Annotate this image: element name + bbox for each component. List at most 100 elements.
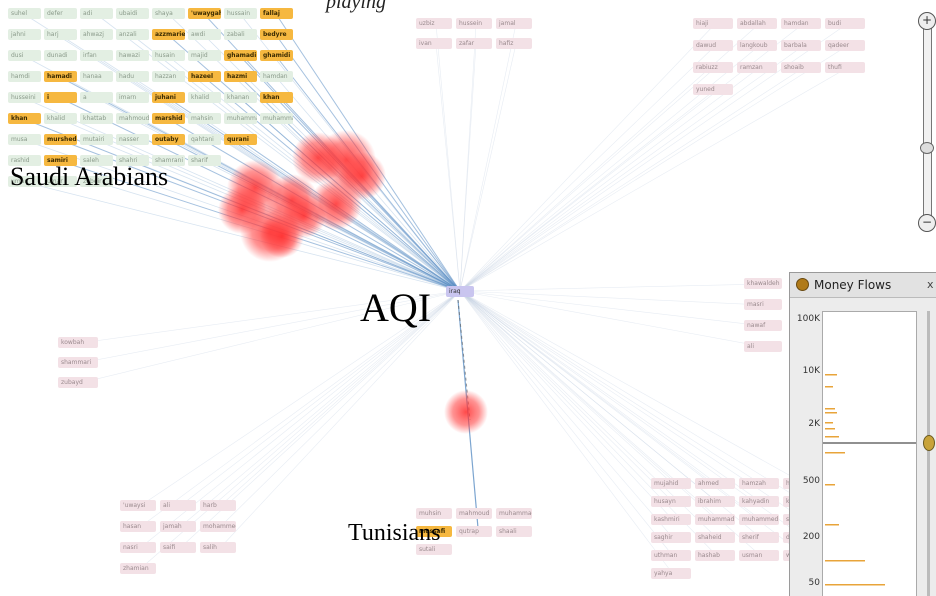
top-right-node[interactable]: dawud xyxy=(693,40,733,51)
mid-right-node[interactable]: nawaf xyxy=(744,320,782,331)
zoom-out-icon[interactable]: − xyxy=(918,214,936,232)
saudi-node[interactable]: hussain xyxy=(224,8,257,19)
saudi-node[interactable]: adi xyxy=(80,8,113,19)
highlighted-node[interactable]: ghamidi xyxy=(260,50,293,61)
bottom-right-node[interactable]: shaheid xyxy=(695,532,735,543)
bottom-right-node[interactable]: saghir xyxy=(651,532,691,543)
saudi-node[interactable]: muhammad xyxy=(260,113,293,124)
saudi-node[interactable]: shahri xyxy=(116,155,149,166)
bottom-right-node[interactable]: kahyadin xyxy=(739,496,779,507)
zoom-slider[interactable]: + − xyxy=(918,12,936,232)
bottom-right-node[interactable]: yahya xyxy=(651,568,691,579)
highlighted-node[interactable]: hazeel xyxy=(188,71,221,82)
saudi-node[interactable]: defer xyxy=(44,8,77,19)
mid-right-node[interactable]: masri xyxy=(744,299,782,310)
saudi-node[interactable]: hadu xyxy=(116,71,149,82)
saudi-node[interactable]: anzali xyxy=(116,29,149,40)
bottom-left-node[interactable]: jamah xyxy=(160,521,196,532)
highlighted-node[interactable]: fallaj xyxy=(260,8,293,19)
saudi-node[interactable]: jahni xyxy=(8,29,41,40)
top-center-node[interactable]: hussein xyxy=(456,18,492,29)
top-right-node[interactable]: budi xyxy=(825,18,865,29)
bottom-left-node[interactable]: hasan xyxy=(120,521,156,532)
saudi-node[interactable]: shamrani xyxy=(152,155,185,166)
saudi-node[interactable]: shaya xyxy=(152,8,185,19)
saudi-node[interactable]: dunadi xyxy=(44,50,77,61)
bottom-left-node[interactable]: 'uwaysi xyxy=(120,500,156,511)
bottom-left-node[interactable]: zhamian xyxy=(120,563,156,574)
left-mid-node[interactable]: kowbah xyxy=(58,337,98,348)
bottom-left-node[interactable]: harb xyxy=(200,500,236,511)
saudi-node[interactable]: saleh xyxy=(80,155,113,166)
saudi-node[interactable]: suhel xyxy=(8,8,41,19)
saudi-node[interactable]: musa xyxy=(8,134,41,145)
left-mid-node[interactable]: shammari xyxy=(58,357,98,368)
top-right-node[interactable]: rabiuzz xyxy=(693,62,733,73)
saudi-node[interactable]: husseini xyxy=(8,92,41,103)
top-center-node[interactable]: zafar xyxy=(456,38,492,49)
close-icon[interactable]: x xyxy=(927,278,934,291)
top-right-node[interactable]: yuned xyxy=(693,84,733,95)
highlighted-node[interactable]: marshid xyxy=(152,113,185,124)
highlighted-node[interactable]: bedyre xyxy=(260,29,293,40)
tunisian-node[interactable]: shaali xyxy=(496,526,532,537)
saudi-node[interactable]: irfan xyxy=(80,50,113,61)
money-threshold-handle[interactable] xyxy=(923,435,935,451)
highlighted-node[interactable]: azzmarie xyxy=(152,29,185,40)
bottom-left-node[interactable]: saifi xyxy=(160,542,196,553)
top-center-node[interactable]: uzbiz xyxy=(416,18,452,29)
saudi-node[interactable]: a xyxy=(80,92,113,103)
saudi-node[interactable]: hazzan xyxy=(152,71,185,82)
saudi-node[interactable]: umar xyxy=(44,176,77,187)
saudi-node[interactable]: qahtani xyxy=(188,134,221,145)
highlighted-node[interactable]: hamadi xyxy=(44,71,77,82)
bottom-right-node[interactable]: sherif xyxy=(739,532,779,543)
saudi-node[interactable]: hanaa xyxy=(80,71,113,82)
bottom-left-node[interactable]: ali xyxy=(160,500,196,511)
tunisian-node[interactable]: qutrap xyxy=(456,526,492,537)
bottom-right-node[interactable]: muhammed xyxy=(739,514,779,525)
highlighted-node[interactable]: murshed xyxy=(44,134,77,145)
top-right-node[interactable]: barbala xyxy=(781,40,821,51)
saudi-node[interactable]: imarn xyxy=(116,92,149,103)
zoom-track[interactable] xyxy=(923,26,932,220)
bottom-right-node[interactable]: usman xyxy=(739,550,779,561)
highlighted-node[interactable]: 'uwaygah xyxy=(188,8,221,19)
saudi-node[interactable]: rashid xyxy=(8,155,41,166)
saudi-node[interactable]: umar xyxy=(8,176,41,187)
saudi-node[interactable]: mahmoud xyxy=(116,113,149,124)
bottom-left-node[interactable]: mohammed xyxy=(200,521,236,532)
bottom-right-node[interactable]: uthman xyxy=(651,550,691,561)
tunisian-node[interactable]: mahmoud xyxy=(456,508,492,519)
saudi-node[interactable]: mahsin xyxy=(188,113,221,124)
highlighted-node[interactable]: hazmi xyxy=(224,71,257,82)
saudi-node[interactable]: khattab xyxy=(80,113,113,124)
money-flows-header[interactable]: Money Flows x xyxy=(790,273,936,298)
saudi-node[interactable]: dusi xyxy=(8,50,41,61)
highlighted-node[interactable]: mussafi xyxy=(416,526,452,537)
tunisian-node[interactable]: muhammad xyxy=(496,508,532,519)
top-right-node[interactable]: hiaji xyxy=(693,18,733,29)
saudi-node[interactable]: khanan xyxy=(224,92,257,103)
top-right-node[interactable]: thufi xyxy=(825,62,865,73)
saudi-node[interactable]: muhammad xyxy=(224,113,257,124)
tunisian-node[interactable]: muhsin xyxy=(416,508,452,519)
saudi-node[interactable]: mutairi xyxy=(80,134,113,145)
tunisian-node[interactable]: sutali xyxy=(416,544,452,555)
saudi-node[interactable]: nasser xyxy=(116,134,149,145)
highlighted-node[interactable]: khan xyxy=(260,92,293,103)
saudi-node[interactable]: harj xyxy=(44,29,77,40)
highlighted-node[interactable]: juhani xyxy=(152,92,185,103)
saudi-node[interactable]: hamdan xyxy=(260,71,293,82)
highlighted-node[interactable]: qurani xyxy=(224,134,257,145)
bottom-right-node[interactable]: hamzah xyxy=(739,478,779,489)
top-right-node[interactable]: abdallah xyxy=(737,18,777,29)
left-mid-node[interactable]: zubayd xyxy=(58,377,98,388)
bottom-right-node[interactable]: muhammad xyxy=(695,514,735,525)
top-right-node[interactable]: ramzan xyxy=(737,62,777,73)
highlighted-node[interactable]: ghamadi xyxy=(224,50,257,61)
bottom-right-node[interactable]: hashab xyxy=(695,550,735,561)
saudi-node[interactable]: husain xyxy=(152,50,185,61)
